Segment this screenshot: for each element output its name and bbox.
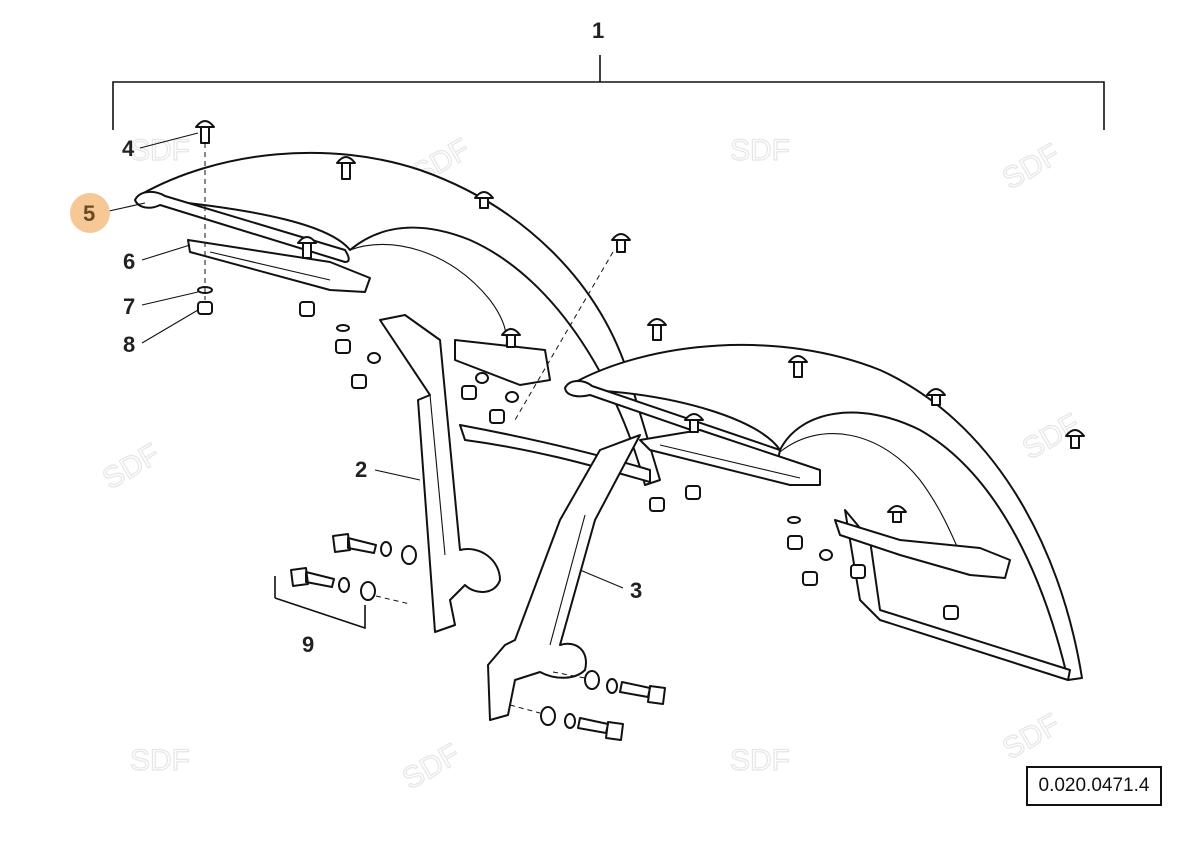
right-fender — [564, 343, 1083, 681]
carriage-bolts — [195, 120, 1085, 523]
nuts-and-washers — [197, 286, 959, 620]
watermark: SDF — [997, 707, 1065, 766]
assembly-axis — [514, 251, 614, 421]
hex-bolt-sets — [290, 533, 666, 741]
callout-7[interactable]: 7 — [123, 294, 135, 319]
callout-4[interactable]: 4 — [122, 136, 135, 161]
watermark: SDF — [130, 744, 190, 777]
watermark: SDF — [397, 737, 465, 796]
callout-3[interactable]: 3 — [630, 578, 642, 603]
support-bracket-left — [379, 314, 501, 633]
callout-6[interactable]: 6 — [123, 249, 135, 274]
assembly-bracket — [112, 55, 1105, 130]
leader-lines — [99, 132, 624, 589]
callout-9[interactable]: 9 — [302, 632, 314, 657]
reference-code-box: 0.020.0471.4 — [1026, 766, 1162, 806]
watermark: SDF — [730, 744, 790, 777]
callout-1[interactable]: 1 — [592, 18, 604, 43]
watermark: SDF — [97, 437, 165, 496]
callout-5[interactable]: 5 — [83, 201, 95, 226]
kit-bracket-9 — [274, 576, 366, 630]
callout-8[interactable]: 8 — [123, 332, 135, 357]
callout-highlight — [70, 193, 110, 233]
watermark: SDF — [130, 134, 190, 167]
watermark: SDF — [730, 134, 790, 167]
watermark: SDF — [997, 137, 1065, 196]
support-bracket-right — [487, 434, 641, 721]
callout-2[interactable]: 2 — [355, 457, 367, 482]
left-fender — [134, 151, 661, 486]
